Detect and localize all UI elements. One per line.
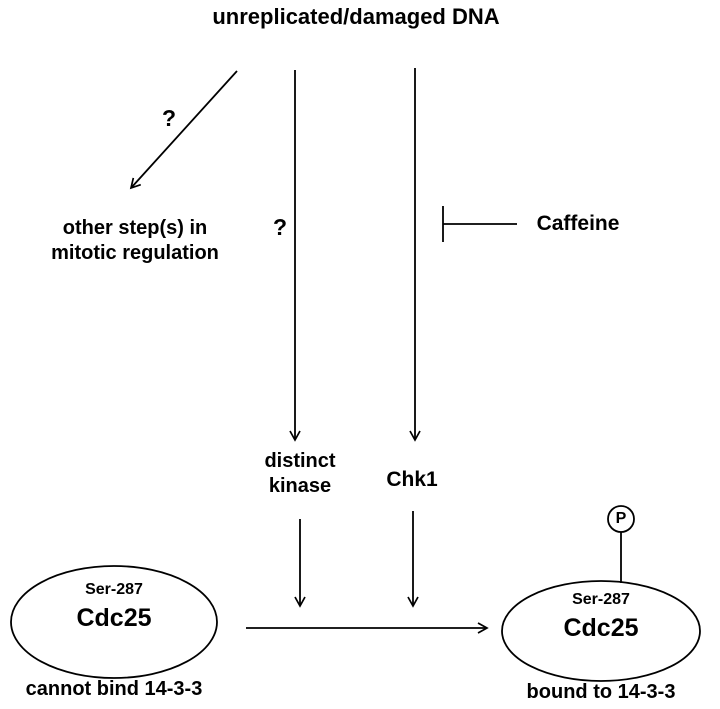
cdc25-left-ellipse [10,565,218,679]
distinct-kinase-label: distinct kinase [264,449,335,499]
diagram-title: unreplicated/damaged DNA [212,4,500,29]
cdc25-right-ellipse [501,580,701,682]
question-mark-left: ? [161,105,177,131]
left-caption: cannot bind 14-3-3 [25,678,203,700]
cdc25-left-label: Cdc25 [76,604,152,632]
phosphate-icon: P [615,510,627,527]
distinct-kinase-line1: distinct [264,450,336,472]
arrow-to-other-steps [129,70,238,190]
caffeine-label: Caffeine [536,212,620,235]
other-steps-line2: mitotic regulation [51,242,219,264]
phosphate-circle [607,505,635,533]
cdc25-right-label: Cdc25 [563,614,639,642]
question-mark-middle: ? [272,214,288,240]
other-steps-label: other step(s) in mitotic regulation [51,216,219,266]
ser287-left-label: Ser-287 [85,581,143,598]
right-caption: bound to 14-3-3 [526,681,676,703]
distinct-kinase-line2: kinase [268,475,332,497]
ser287-right-label: Ser-287 [572,591,630,608]
other-steps-line1: other step(s) in [62,217,208,239]
chk1-label: Chk1 [386,468,438,491]
